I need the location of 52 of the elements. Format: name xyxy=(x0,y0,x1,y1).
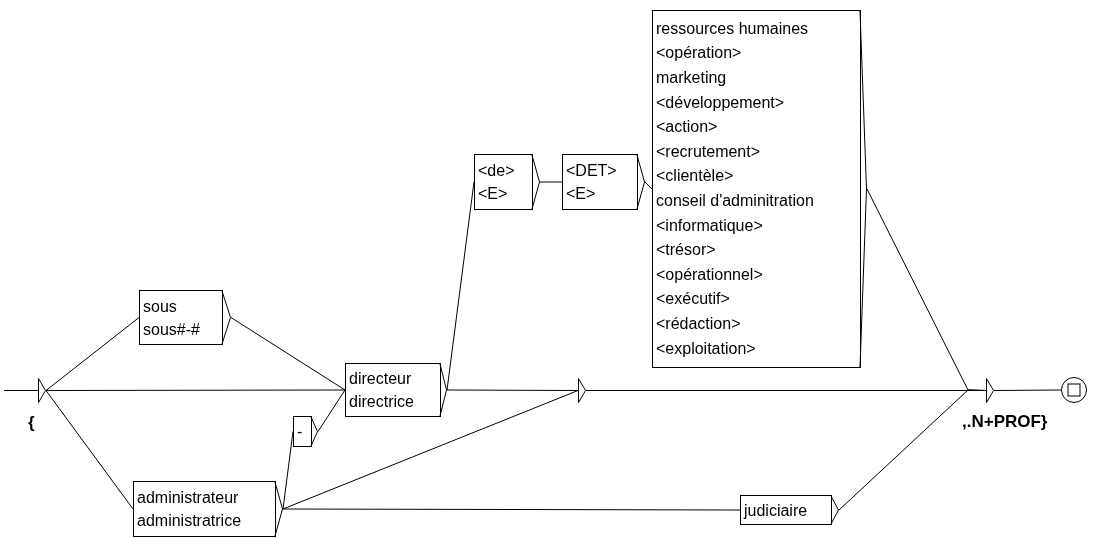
transition-box xyxy=(293,416,318,447)
transition-box xyxy=(652,10,867,368)
transition-label: <E> xyxy=(565,184,596,204)
transition-label: marketing xyxy=(655,68,727,88)
transition-line xyxy=(45,317,140,391)
state-triangle xyxy=(578,378,586,403)
transition-label: directeur xyxy=(348,369,412,389)
transition-box xyxy=(474,154,540,210)
transition-label: administrateur xyxy=(136,488,239,508)
transition-label: ressources humaines xyxy=(655,18,809,39)
transition-label: <opérationnel> xyxy=(655,264,763,285)
transition-label: <informatique> xyxy=(655,215,763,236)
transition-line xyxy=(45,389,346,391)
transition-box xyxy=(562,154,645,210)
transition-box xyxy=(345,363,447,417)
transition-line xyxy=(539,181,563,183)
transition-label: - xyxy=(296,422,303,442)
transition-line xyxy=(282,508,741,511)
output-label: { xyxy=(28,414,35,432)
state-triangle xyxy=(38,378,46,403)
transition-label: directrice xyxy=(348,392,414,412)
transition-box xyxy=(133,481,283,537)
transition-label: <opération> xyxy=(655,43,742,64)
transition-line xyxy=(45,390,134,510)
transition-line xyxy=(838,389,987,511)
transition-label: judiciaire xyxy=(742,500,808,521)
transition-label: <DET> xyxy=(565,161,617,181)
transition-box xyxy=(139,290,231,345)
transition-label: <action> xyxy=(655,117,718,138)
transition-label: sous#-# xyxy=(142,319,200,340)
transition-box xyxy=(740,495,839,525)
transition-line xyxy=(3,390,39,391)
output-label: ,.N+PROF} xyxy=(962,413,1048,431)
state-triangle xyxy=(986,378,994,403)
transition-label: <recrutement> xyxy=(655,141,761,162)
transition-label: conseil d'adminitration xyxy=(655,190,814,211)
transition-label: <clientèle> xyxy=(655,166,734,187)
transition-label: <E> xyxy=(477,184,508,204)
transition-line xyxy=(282,390,579,510)
transition-label: <développement> xyxy=(655,92,785,113)
transition-label: <exploitation> xyxy=(655,338,756,359)
transition-label: sous xyxy=(142,296,177,317)
transition-line xyxy=(230,317,346,391)
transition-label: administratrice xyxy=(136,511,242,531)
transition-line xyxy=(317,389,346,432)
transition-label: <exécutif> xyxy=(655,289,730,310)
final-state-circle xyxy=(1061,377,1087,403)
transition-label: <trésor> xyxy=(655,240,716,261)
transition-label: <rédaction> xyxy=(655,313,741,334)
transition-line xyxy=(993,389,1062,391)
transition-line xyxy=(446,389,579,391)
transition-label: <de> xyxy=(477,161,515,181)
